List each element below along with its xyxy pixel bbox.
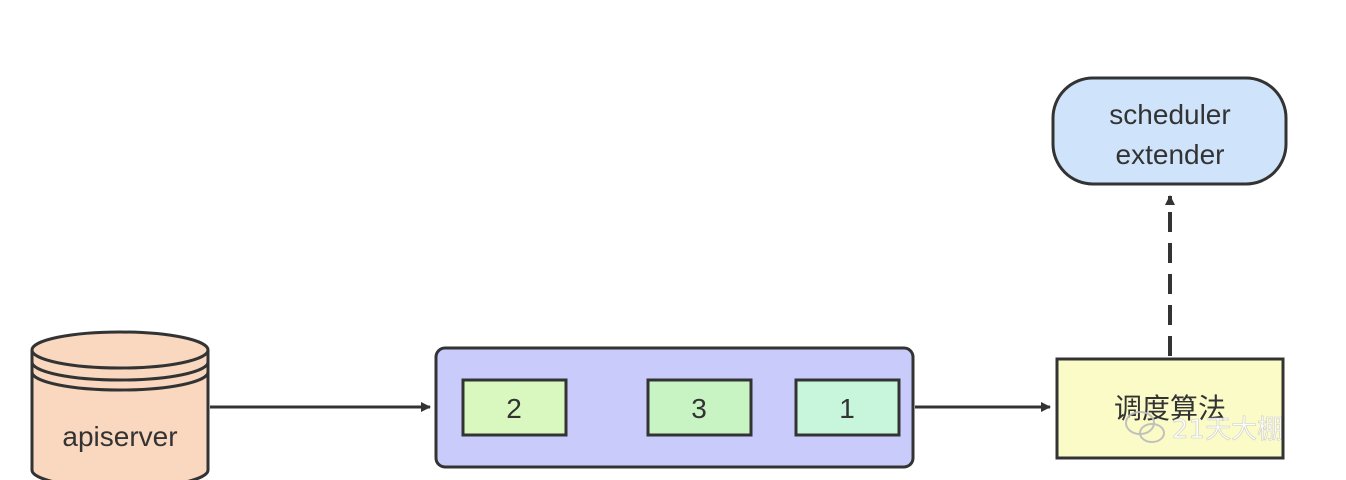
extender-label-line2: extender <box>1116 139 1225 170</box>
extender-label-line1: scheduler <box>1109 99 1230 130</box>
watermark: 21天大棚 <box>1125 411 1283 445</box>
apiserver-cylinder-body <box>30 350 210 480</box>
queue-item-1-label: 1 <box>839 393 855 424</box>
queue-item-1-box <box>794 378 901 437</box>
apiserver-cylinder-ring-1 <box>30 361 210 382</box>
apiserver-label: apiserver <box>62 421 177 452</box>
extender-node: scheduler extender <box>1051 76 1288 186</box>
apiserver-cylinder-ring-2 <box>30 371 210 392</box>
queue-item-3-label: 3 <box>691 393 707 424</box>
queue-item-2-box <box>461 378 568 437</box>
queue-node: 2 3 1 <box>434 346 915 469</box>
algorithm-node: 调度算法 <box>1055 357 1285 460</box>
algorithm-box <box>1055 357 1285 460</box>
queue-item-2-label: 2 <box>506 393 522 424</box>
extender-box <box>1051 76 1288 186</box>
algorithm-label: 调度算法 <box>1114 392 1226 425</box>
wechat-icon <box>1125 411 1165 443</box>
apiserver-cylinder-top <box>30 330 210 370</box>
watermark-text: 21天大棚 <box>1172 415 1283 445</box>
apiserver-node: apiserver <box>30 330 210 480</box>
queue-item-3-box <box>646 378 753 437</box>
